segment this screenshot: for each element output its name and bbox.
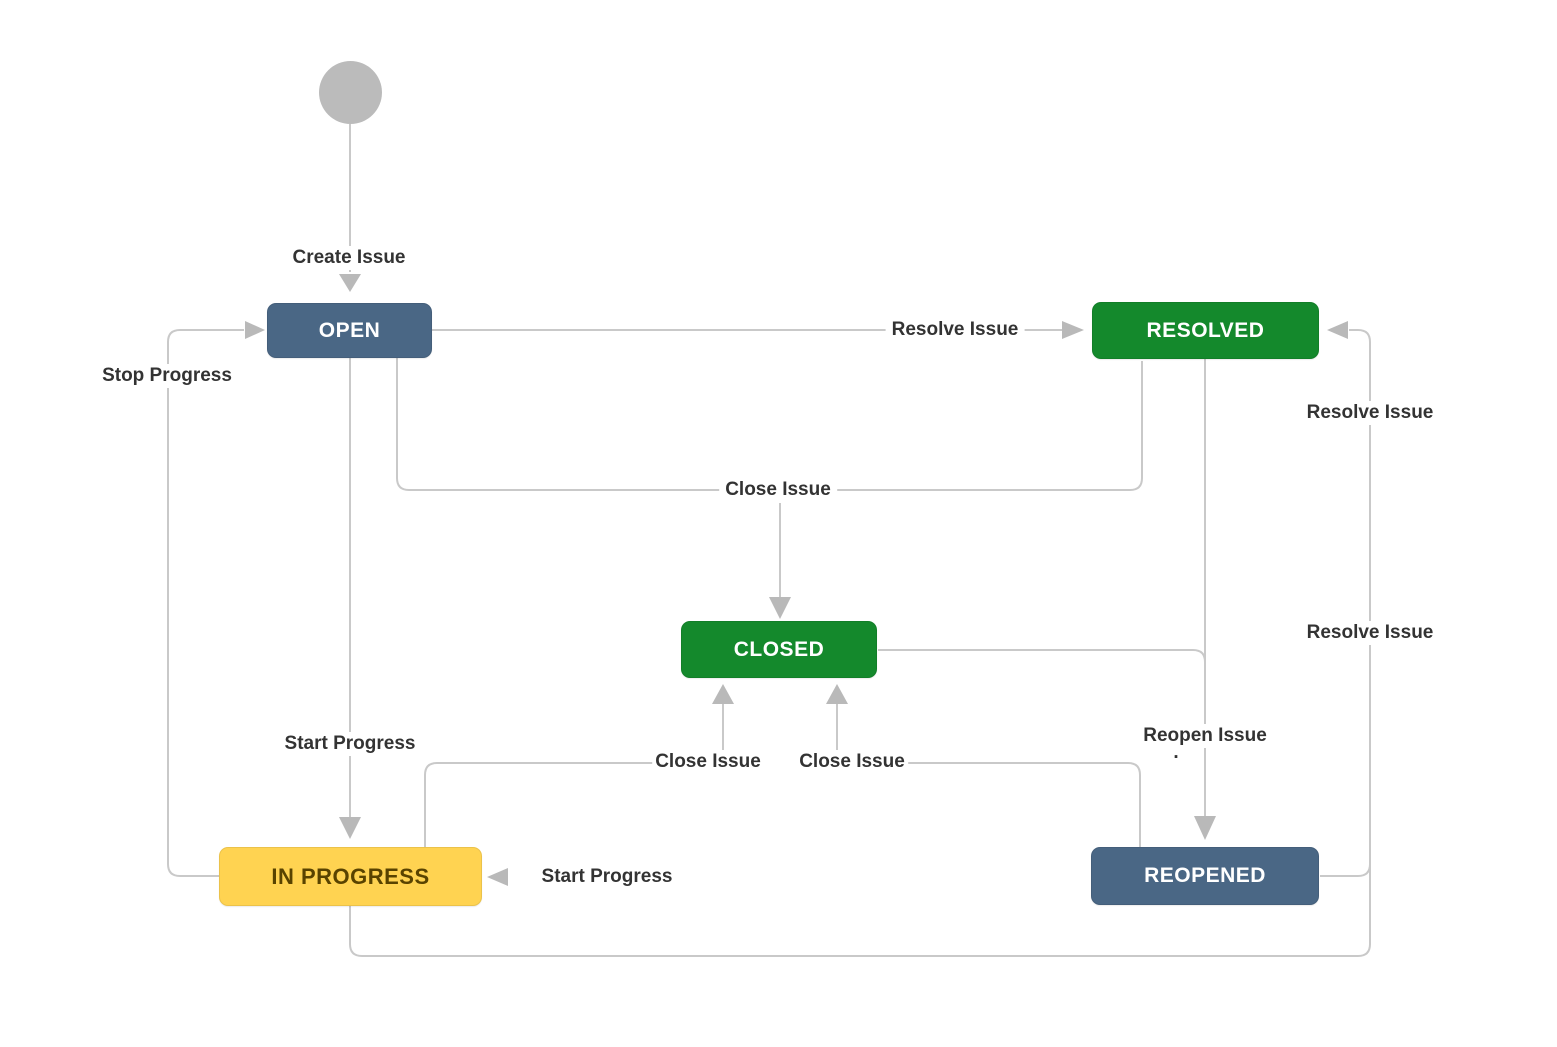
connector-closed-to-reopen-issue-line	[878, 649, 1206, 663]
connector-reopened-to-right-loop	[1320, 863, 1371, 877]
start-node-circle[interactable]	[319, 61, 382, 124]
transition-label-start-progress-reopened[interactable]: Start Progress	[535, 865, 679, 889]
connector-reopened-to-closed-close-issue	[836, 703, 1141, 847]
arrowhead-into-inprogress-right	[487, 868, 508, 886]
node-closed[interactable]: CLOSED	[681, 621, 877, 678]
node-in-progress[interactable]: IN PROGRESS	[219, 847, 482, 906]
arrowhead-into-closed-top	[769, 597, 791, 619]
transition-label-create-issue[interactable]: Create Issue	[286, 246, 412, 270]
arrowhead-into-open-left	[245, 321, 265, 339]
arrowhead-into-resolved-left	[1062, 321, 1084, 339]
node-open[interactable]: OPEN	[267, 303, 432, 358]
arrowhead-into-inprogress-top	[339, 817, 361, 839]
transition-label-resolve-issue-upper-right[interactable]: Resolve Issue	[1300, 401, 1440, 425]
transition-label-start-progress-open[interactable]: Start Progress	[278, 732, 422, 756]
transition-label-close-issue-right[interactable]: Close Issue	[796, 750, 908, 774]
node-resolved[interactable]: RESOLVED	[1092, 302, 1319, 359]
node-resolved-label: RESOLVED	[1146, 318, 1265, 342]
arrowhead-into-reopened-top	[1194, 816, 1216, 840]
transition-label-reopen-issue[interactable]: Reopen Issue	[1137, 724, 1273, 748]
node-reopened-label: REOPENED	[1144, 864, 1266, 887]
transition-label-resolve-issue-lower-right[interactable]: Resolve Issue	[1300, 621, 1440, 645]
connector-open-resolved-close-issue	[396, 358, 1143, 491]
arrowhead-into-open-top	[339, 274, 361, 292]
node-open-label: OPEN	[318, 318, 381, 342]
connector-inprogress-to-closed-close-issue	[424, 703, 724, 847]
connector-inprogress-to-resolved-right-loop	[349, 329, 1371, 957]
arrowhead-into-closed-bottom-left	[712, 684, 734, 704]
connector-inprogress-to-open-stop-progress	[167, 329, 244, 877]
arrowhead-into-closed-bottom-right	[826, 684, 848, 704]
arrowhead-into-resolved-right	[1327, 321, 1348, 339]
stray-period-mark: .	[1173, 742, 1179, 763]
node-in-progress-label: IN PROGRESS	[271, 863, 430, 889]
node-reopened[interactable]: REOPENED	[1091, 847, 1319, 905]
transition-label-close-issue-top[interactable]: Close Issue	[719, 478, 837, 502]
transition-label-stop-progress[interactable]: Stop Progress	[96, 364, 238, 388]
transition-label-resolve-issue-open[interactable]: Resolve Issue	[885, 318, 1025, 342]
transition-label-close-issue-left[interactable]: Close Issue	[652, 750, 764, 774]
node-closed-label: CLOSED	[733, 637, 825, 661]
